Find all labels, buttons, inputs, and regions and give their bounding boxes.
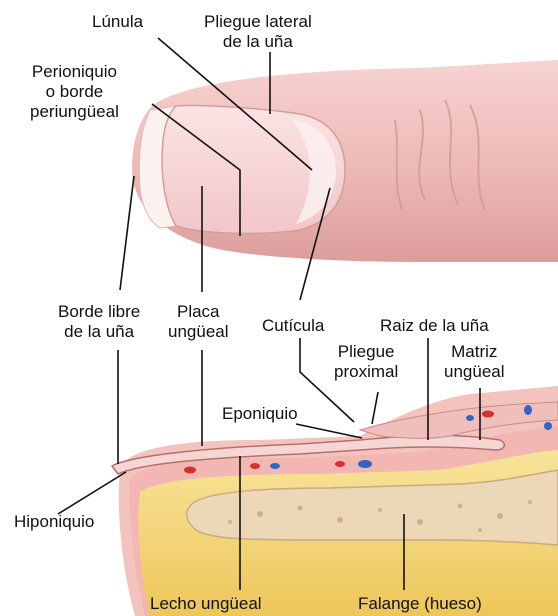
label-borde-libre: Borde libre de la uña	[58, 302, 140, 342]
label-perioniquio: Perioniquio o borde periungüeal	[30, 62, 119, 122]
leader-eponiquio	[296, 424, 362, 438]
label-matriz: Matriz ungüeal	[444, 342, 505, 382]
label-pliegue-proximal: Pliegue proximal	[334, 342, 398, 382]
nail-cross-section	[112, 386, 558, 616]
label-lunula: Lúnula	[92, 12, 143, 32]
label-raiz: Raiz de la uña	[380, 316, 489, 336]
label-falange: Falange (hueso)	[358, 594, 482, 614]
label-placa: Placa ungüeal	[168, 302, 229, 342]
label-hiponiquio: Hiponiquio	[14, 512, 94, 532]
finger-illustration	[132, 60, 558, 262]
leader-pliegue-proximal	[372, 392, 378, 424]
leader-borde-libre	[120, 176, 134, 290]
label-cuticula: Cutícula	[262, 316, 324, 336]
label-eponiquio: Eponiquio	[222, 404, 298, 424]
label-pliegue-lateral: Pliegue lateral de la uña	[204, 12, 312, 52]
leader-hiponiquio	[58, 472, 126, 514]
label-lecho: Lecho ungüeal	[150, 594, 262, 614]
